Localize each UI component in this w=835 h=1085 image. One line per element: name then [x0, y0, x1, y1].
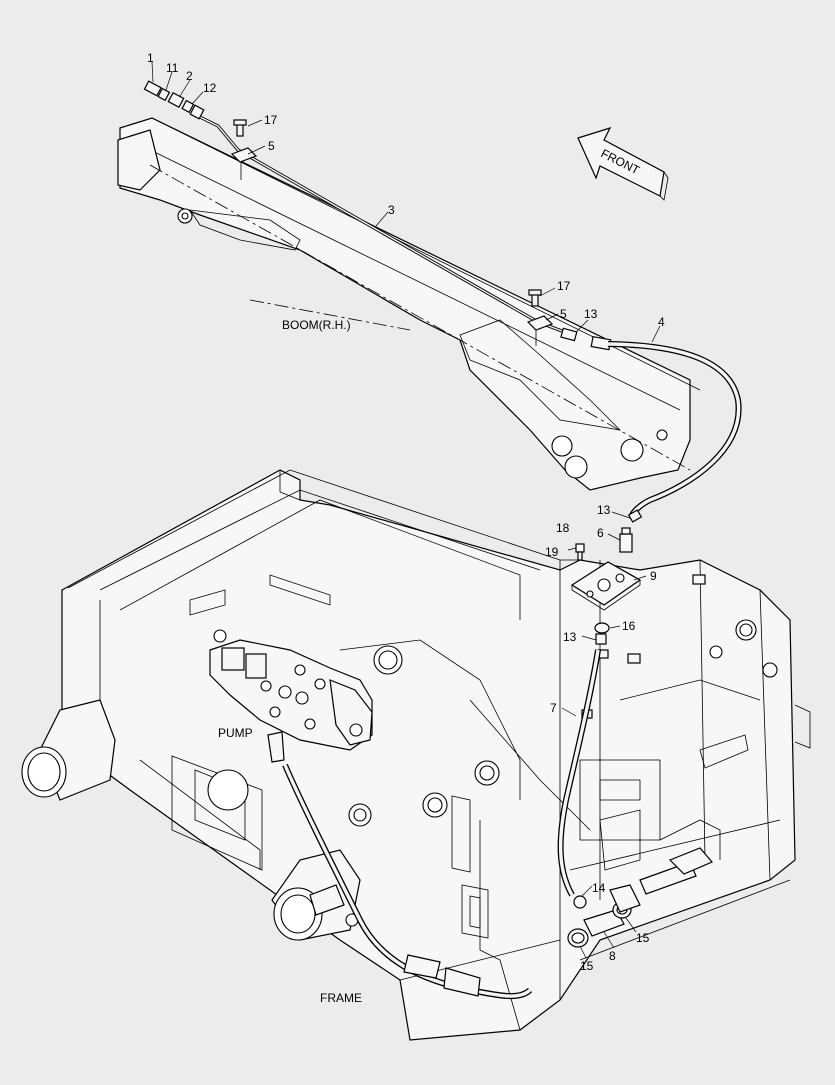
callout-numbers: 1 11 2 12 17 5 3 17 5 13 4 13 6 18 19 9 … [147, 51, 665, 973]
callout-5-upper: 5 [268, 139, 275, 153]
fitting-16 [594, 622, 610, 645]
callout-17-lower: 17 [557, 279, 571, 293]
callout-13-mid: 13 [597, 503, 611, 517]
callout-19: 19 [545, 545, 559, 559]
hose-4 [607, 341, 742, 517]
tee-fitting-8 [567, 847, 713, 948]
assembly-labels: BOOM(R.H.) PUMP FRAME [218, 318, 362, 1005]
callout-8: 8 [609, 949, 616, 963]
callout-2: 2 [186, 69, 193, 83]
callout-1: 1 [147, 51, 154, 65]
callout-17-upper: 17 [264, 113, 278, 127]
axle-tube-left [21, 699, 116, 801]
callout-4: 4 [658, 315, 665, 329]
callout-13-lower: 13 [563, 630, 577, 644]
hose-7 [557, 649, 601, 897]
clamp-5-lower [526, 289, 554, 346]
frame-label: FRAME [320, 991, 362, 1005]
fitting-13-upper [560, 327, 612, 351]
machine-frame [61, 469, 811, 1041]
pump-label: PUMP [218, 726, 253, 740]
callout-12: 12 [203, 81, 217, 95]
callout-18: 18 [556, 521, 570, 535]
callout-15-right: 15 [636, 931, 650, 945]
callout-7: 7 [550, 701, 557, 715]
fitting-6 [619, 527, 633, 553]
hydraulic-pump [209, 629, 373, 763]
callout-16: 16 [622, 619, 636, 633]
boom-rh [117, 117, 701, 491]
callout-13-upper: 13 [584, 307, 598, 321]
fitting-group-top [143, 80, 205, 120]
callout-9: 9 [650, 569, 657, 583]
callout-15-left: 15 [580, 959, 594, 973]
frame-holes [207, 619, 778, 827]
bolt-18-19 [575, 543, 585, 561]
leader-lines [151, 61, 661, 959]
front-direction-arrow: FRONT [577, 127, 669, 201]
mount-plate-9 [570, 561, 642, 611]
callout-11: 11 [166, 61, 179, 75]
boom-label: BOOM(R.H.) [282, 318, 351, 332]
fitting-13-lower-a [627, 509, 643, 523]
return-hose-lower [282, 763, 533, 1000]
callout-6: 6 [597, 526, 604, 540]
callout-14: 14 [592, 881, 606, 895]
fitting-14 [573, 895, 587, 909]
tube-3 [197, 114, 571, 336]
callout-5-lower: 5 [560, 307, 567, 321]
clamp-5-upper [230, 119, 258, 180]
callout-3: 3 [388, 203, 395, 217]
